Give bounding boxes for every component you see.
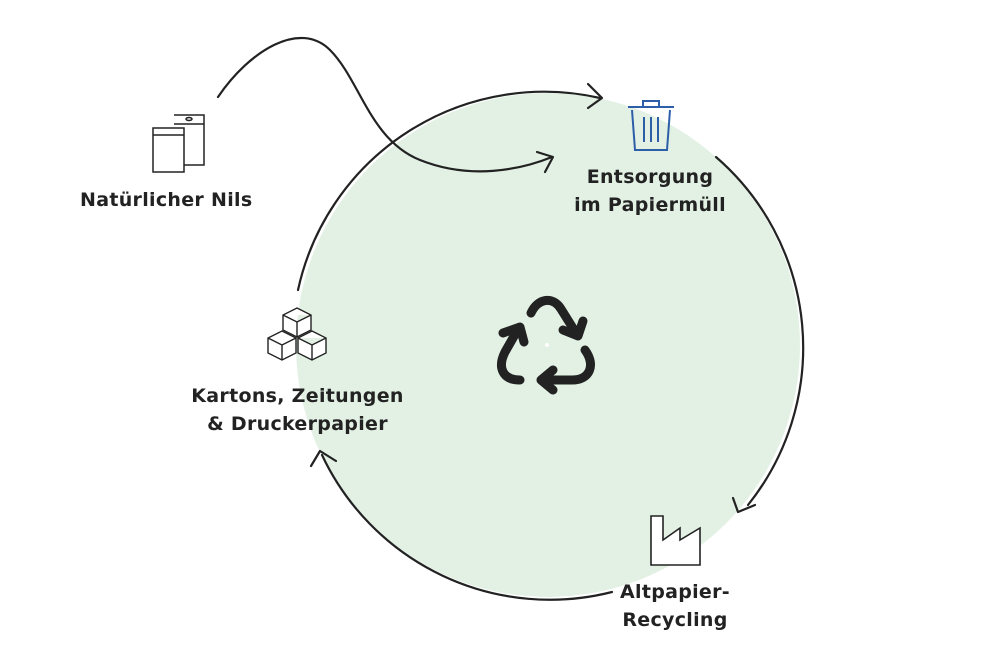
factory-icon: [650, 515, 701, 566]
disposal-label: Entsorgung im Papiermüll: [560, 163, 740, 219]
products-label: Kartons, Zeitungen & Druckerpapier: [180, 382, 415, 438]
arrowhead-top: [586, 82, 604, 110]
source-flow-arrowhead: [535, 150, 555, 174]
arrowhead-bottom: [309, 449, 338, 468]
recycling-label-line2: Recycling: [622, 609, 728, 631]
cycle-arc-top: [296, 90, 602, 292]
recycle-icon: [497, 296, 595, 395]
disposal-label-line1: Entsorgung: [586, 166, 714, 188]
cycle-arc-right: [714, 155, 805, 507]
pouch-bags-icon: [152, 114, 205, 173]
products-label-line2: & Druckerpapier: [207, 413, 388, 435]
cycle-arc-bottom: [320, 453, 614, 601]
products-label-line1: Kartons, Zeitungen: [191, 385, 404, 407]
recycling-label-line1: Altpapier-: [620, 581, 730, 603]
disposal-label-line2: im Papiermüll: [574, 194, 726, 216]
source-label: Natürlicher Nils: [80, 189, 253, 211]
trash-can-icon: [628, 100, 674, 151]
arrowhead-right: [731, 496, 757, 514]
source-flow-arrow: [216, 36, 554, 173]
stacked-boxes-icon: [267, 307, 327, 361]
recycling-label: Altpapier- Recycling: [590, 578, 760, 634]
